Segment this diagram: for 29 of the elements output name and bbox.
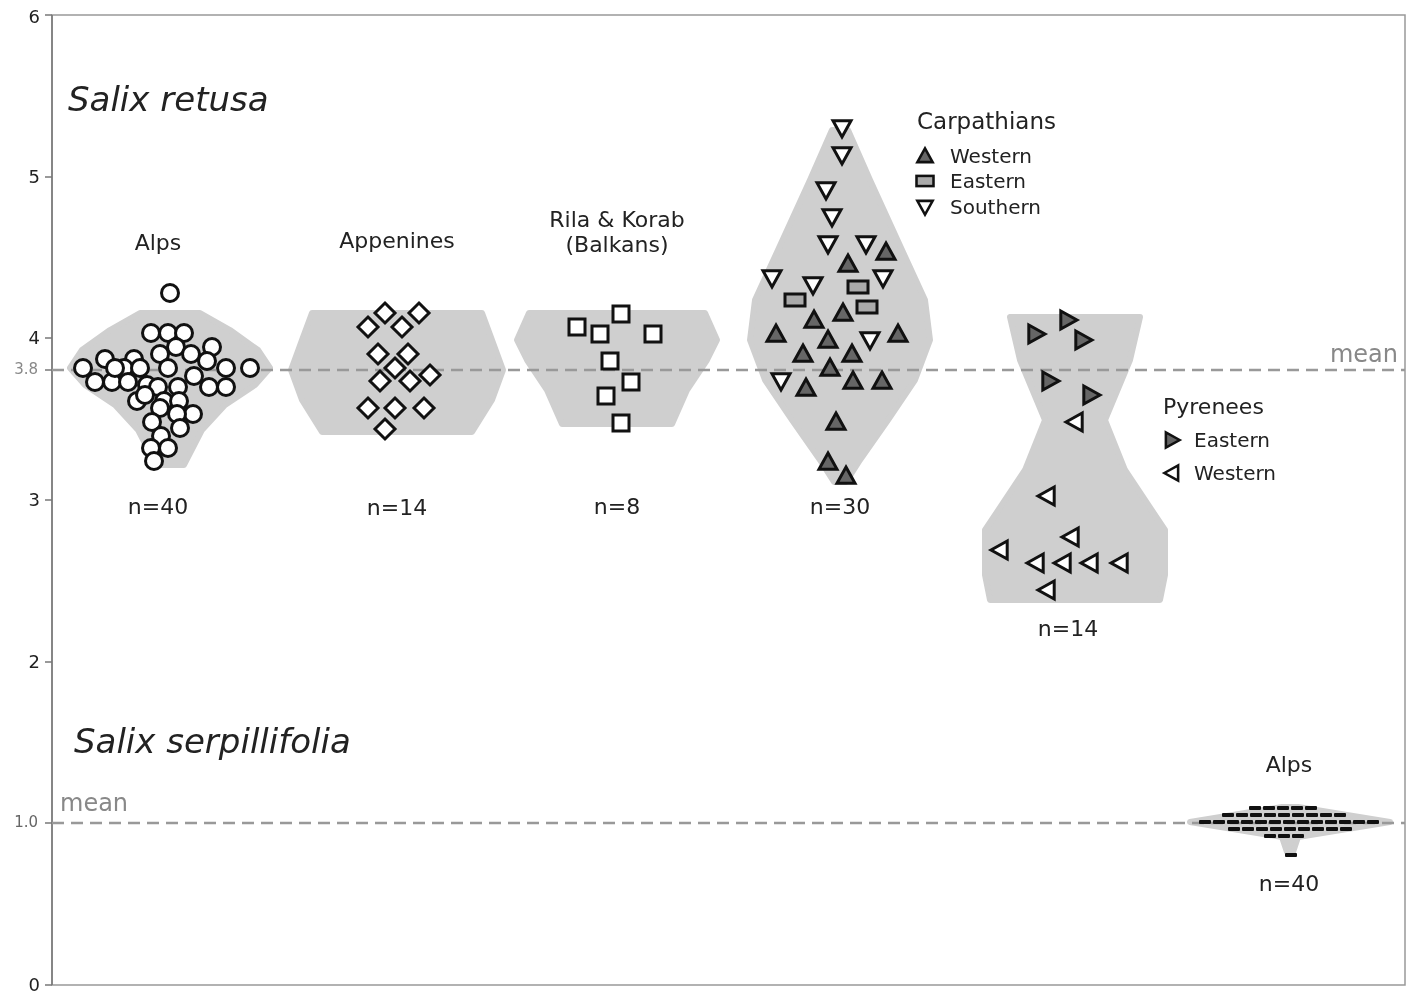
tick-label: 5 [28,166,40,188]
sample-size: n=14 [1037,616,1099,642]
legend-title: Pyrenees [1163,394,1264,420]
tick-label: 6 [28,6,40,28]
sample-size: n=8 [593,494,641,520]
legend-text: Western [950,144,1033,168]
legend-title: Carpathians [917,107,1056,135]
species-title: Salix retusa [68,80,269,120]
group-label: Alps [1265,752,1313,778]
legend-text: Eastern [950,169,1026,193]
tick-label: 0 [28,974,40,996]
mean-label: mean [60,790,129,818]
legend-text: Eastern [1194,428,1270,452]
tick-label: 4 [28,327,40,349]
tick-label: 2 [28,651,40,673]
species-title: Salix serpillifolia [74,722,351,762]
tick-label: 1.0 [14,814,38,832]
sample-size: n=14 [366,495,428,521]
tick-label: 3 [28,489,40,511]
sample-size: n=30 [809,494,871,520]
sample-size: n=40 [1258,871,1320,897]
sample-size: n=40 [127,494,189,520]
group-label: Alps [134,230,182,256]
legend-text: Southern [950,195,1041,219]
legend-text: Western [1194,461,1277,485]
tick-label: 3.8 [14,361,38,379]
mean-label: mean [1329,341,1398,369]
group-label: Rila & Korab (Balkans) [548,206,686,258]
group-label: Appenines [339,228,455,254]
